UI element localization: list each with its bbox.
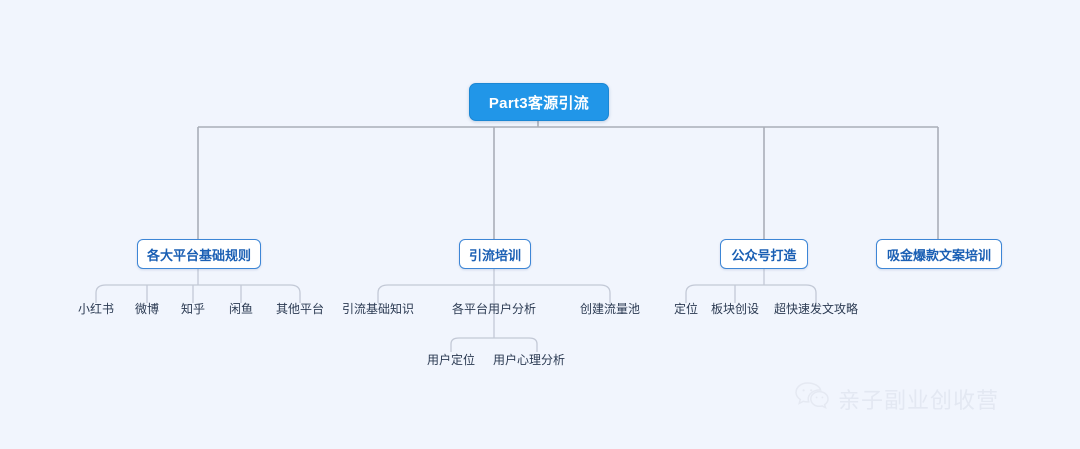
leaf-zhihu[interactable]: 知乎 xyxy=(180,302,206,316)
watermark: 亲子副业创收营 xyxy=(795,381,999,416)
leaf-other-platforms[interactable]: 其他平台 xyxy=(275,302,325,316)
leaf-fast-posting-strategy[interactable]: 超快速发文攻略 xyxy=(773,302,859,316)
leaf-xiaohongshu[interactable]: 小红书 xyxy=(77,302,115,316)
leaf-user-positioning[interactable]: 用户定位 xyxy=(426,353,476,367)
root-node[interactable]: Part3客源引流 xyxy=(469,83,609,121)
watermark-text: 亲子副业创收营 xyxy=(838,387,1000,413)
leaf-traffic-pool[interactable]: 创建流量池 xyxy=(579,302,641,316)
wechat-icon xyxy=(795,381,829,416)
leaf-platform-user-analysis[interactable]: 各平台用户分析 xyxy=(451,302,537,316)
branch-node-copywriting-training[interactable]: 吸金爆款文案培训 xyxy=(876,239,1002,269)
leaf-section-setup[interactable]: 板块创设 xyxy=(710,302,760,316)
leaf-positioning[interactable]: 定位 xyxy=(673,302,699,316)
branch-node-platform-rules[interactable]: 各大平台基础规则 xyxy=(137,239,261,269)
branch-node-traffic-training[interactable]: 引流培训 xyxy=(459,239,531,269)
leaf-xianyu[interactable]: 闲鱼 xyxy=(228,302,254,316)
branch-node-official-account[interactable]: 公众号打造 xyxy=(720,239,808,269)
leaf-user-psychology-analysis[interactable]: 用户心理分析 xyxy=(492,353,566,367)
leaf-weibo[interactable]: 微博 xyxy=(134,302,160,316)
leaf-traffic-basics[interactable]: 引流基础知识 xyxy=(341,302,415,316)
